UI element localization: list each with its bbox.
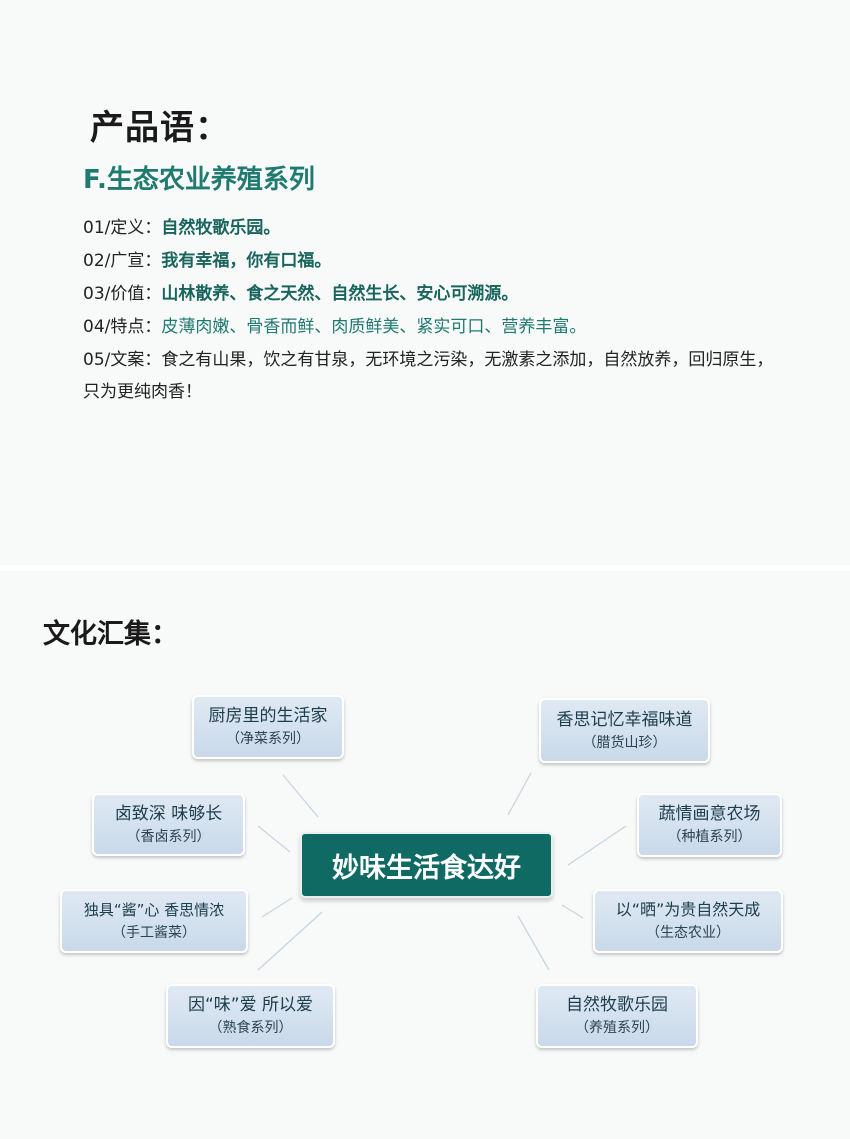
culture-heading: 文化汇集： [43, 619, 178, 650]
line-label: 02/广宣： [83, 251, 162, 271]
node-title: 自然牧歌乐园 [566, 995, 668, 1015]
product-heading: 产品语： [90, 108, 230, 148]
line-definition: 01/定义：自然牧歌乐园。 [83, 212, 783, 245]
mindmap-node-eco: 以“晒”为贵自然天成 （生态农业） [593, 889, 783, 953]
line-label: 04/特点： [83, 317, 162, 337]
mindmap-node-sauce: 独具“酱”心 香思情浓 （手工酱菜） [60, 889, 248, 953]
line-value: 皮薄肉嫩、骨香而鲜、肉质鲜美、紧实可口、营养丰富。 [161, 317, 587, 337]
product-panel: 产品语： F.生态农业养殖系列 01/定义：自然牧歌乐园。 02/广宣：我有幸福… [0, 0, 850, 565]
mindmap-center: 妙味生活食达好 [300, 832, 553, 898]
node-title: 独具“酱”心 香思情浓 [83, 901, 225, 919]
line-label: 05/文案： [83, 350, 162, 370]
line-value: 食之有山果，饮之有甘泉，无环境之污染，无激素之添加，自然放养，回归原生，只为更纯… [83, 350, 774, 402]
node-subtitle: （熟食系列） [208, 1020, 293, 1036]
node-title: 厨房里的生活家 [208, 706, 328, 726]
mindmap-node-ranch: 自然牧歌乐园 （养殖系列） [536, 984, 698, 1048]
node-title: 以“晒”为贵自然天成 [615, 900, 761, 919]
line-copy: 05/文案：食之有山果，饮之有甘泉，无环境之污染，无激素之添加，自然放养，回归原… [83, 344, 783, 408]
line-label: 03/价值： [83, 284, 162, 304]
node-subtitle: （生态农业） [646, 925, 730, 941]
node-title: 卤致深 味够长 [114, 803, 223, 824]
line-value-prop: 03/价值：山林散养、食之天然、自然生长、安心可溯源。 [83, 278, 783, 311]
line-features: 04/特点：皮薄肉嫩、骨香而鲜、肉质鲜美、紧实可口、营养丰富。 [83, 311, 783, 344]
line-promotion: 02/广宣：我有幸福，你有口福。 [83, 245, 783, 278]
node-title: 因“味”爱 所以爱 [187, 995, 314, 1015]
node-subtitle: （种植系列） [667, 829, 752, 845]
node-subtitle: （净菜系列） [226, 731, 310, 747]
mindmap-node-kitchen: 厨房里的生活家 （净菜系列） [192, 695, 344, 759]
line-label: 01/定义： [83, 218, 162, 238]
line-value: 山林散养、食之天然、自然生长、安心可溯源。 [161, 284, 519, 304]
product-lines: 01/定义：自然牧歌乐园。 02/广宣：我有幸福，你有口福。 03/价值：山林散… [83, 212, 783, 408]
node-subtitle: （养殖系列） [575, 1020, 659, 1036]
line-value: 我有幸福，你有口福。 [161, 251, 332, 271]
mindmap-node-cured: 香思记忆幸福味道 （腊货山珍） [539, 698, 710, 763]
mindmap-node-braise: 卤致深 味够长 （香卤系列） [92, 793, 245, 856]
node-subtitle: （手工酱菜） [112, 925, 196, 941]
mindmap-node-farm: 蔬情画意农场 （种植系列） [637, 793, 782, 857]
node-subtitle: （腊货山珍） [582, 734, 667, 751]
line-value: 自然牧歌乐园。 [161, 218, 281, 238]
product-subtitle: F.生态农业养殖系列 [83, 165, 315, 195]
node-subtitle: （香卤系列） [126, 828, 211, 845]
node-title: 香思记忆幸福味道 [556, 709, 693, 730]
mindmap-node-deli: 因“味”爱 所以爱 （熟食系列） [166, 984, 335, 1048]
node-title: 蔬情画意农场 [658, 804, 761, 824]
